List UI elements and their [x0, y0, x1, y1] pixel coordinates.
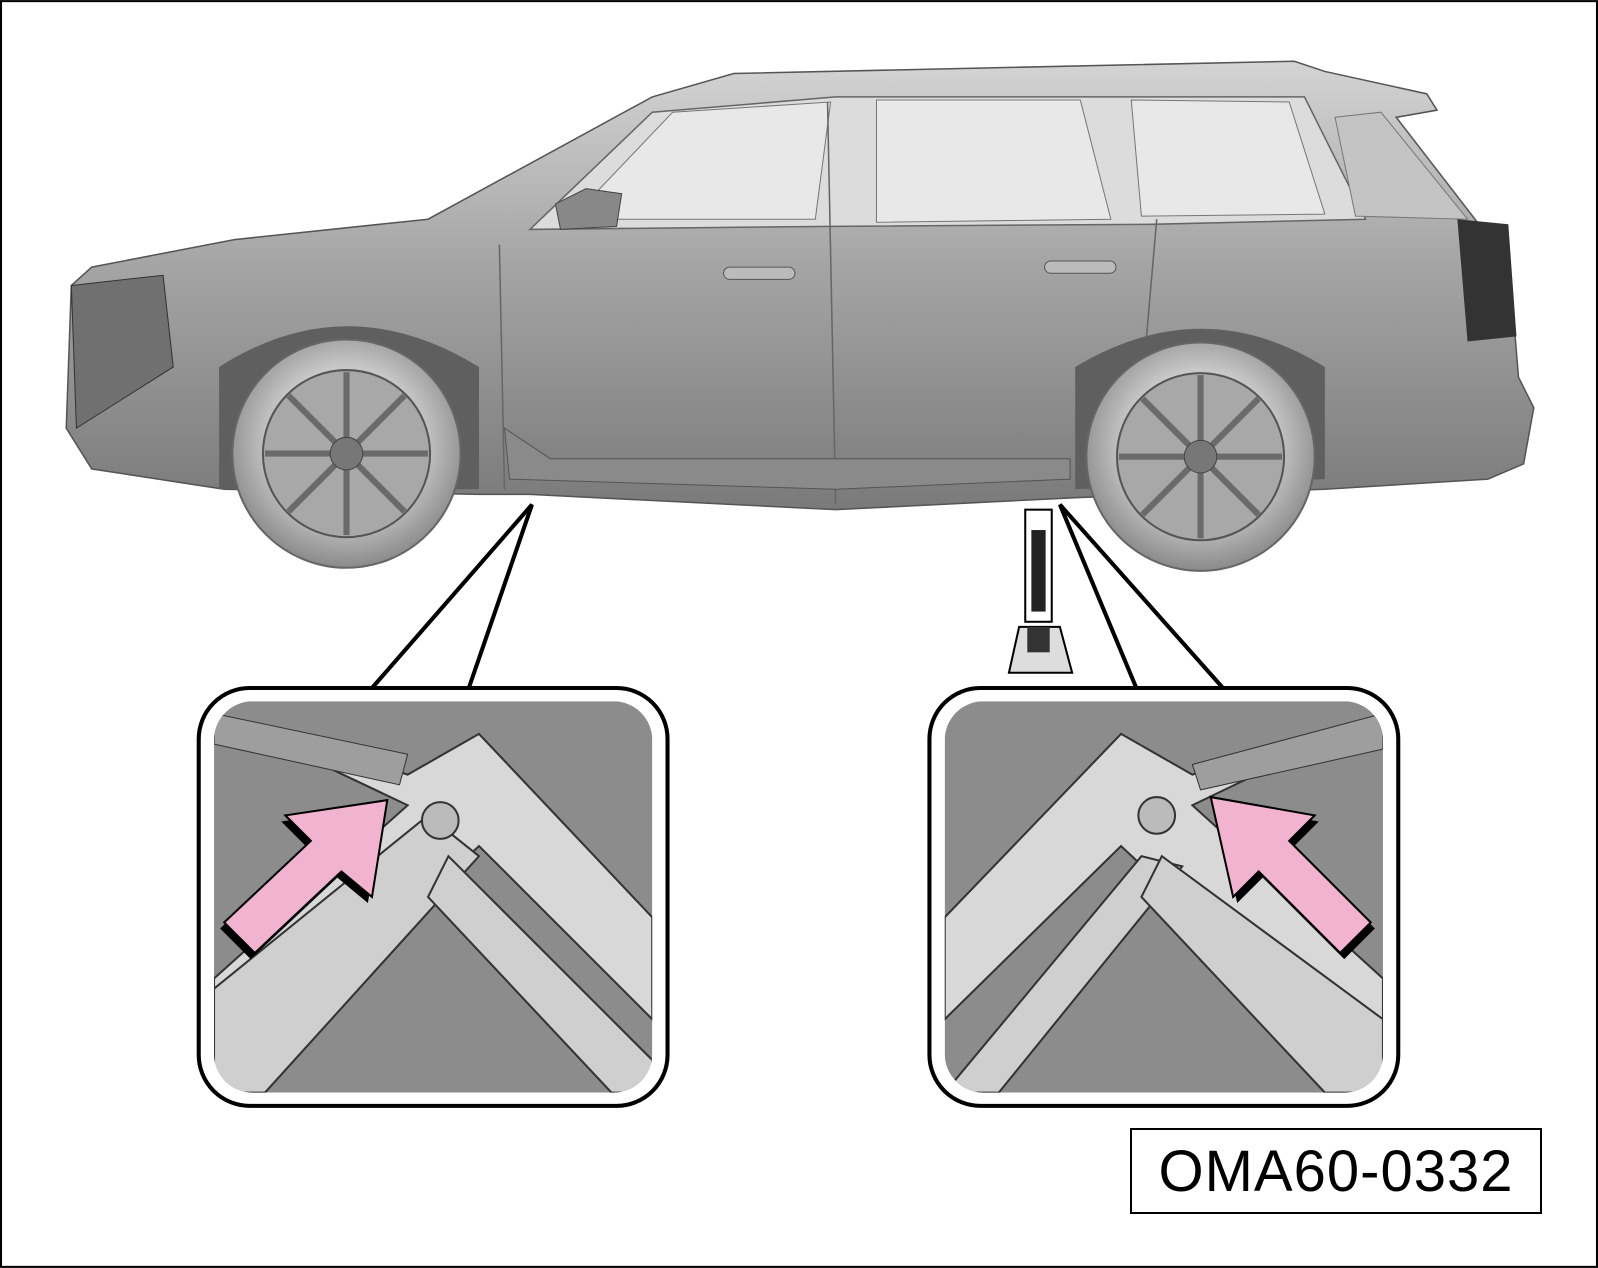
rear-wheel	[1085, 341, 1316, 572]
pointer-arrow-icon	[222, 798, 389, 955]
rocker-panel	[503, 427, 1071, 490]
scissor-jack	[1007, 508, 1074, 674]
door-handle	[1044, 260, 1117, 274]
callout-left	[196, 503, 670, 1108]
callout-right	[927, 503, 1401, 1108]
pointer-arrow-icon	[1209, 795, 1373, 955]
tail-light	[1457, 219, 1517, 342]
front-wheel	[231, 338, 462, 569]
figure-code: OMA60-0332	[1158, 1138, 1514, 1204]
figure-code-label: OMA60-0332	[1130, 1128, 1542, 1214]
front-grille	[70, 274, 174, 430]
side-mirror	[554, 188, 623, 230]
door-handle	[723, 266, 796, 280]
